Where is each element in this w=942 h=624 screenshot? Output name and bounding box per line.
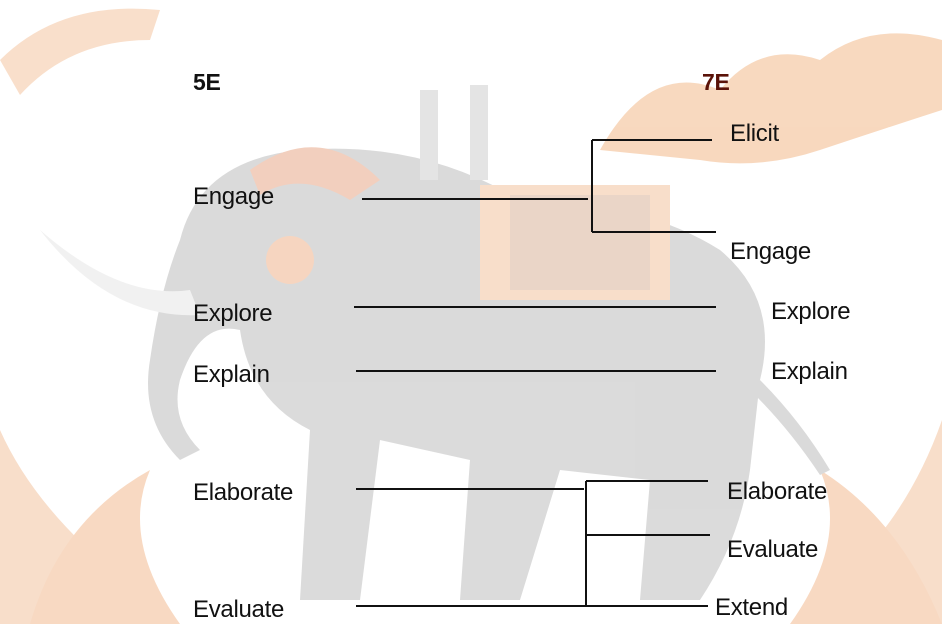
- right-stage-explain: Explain: [771, 360, 848, 384]
- right-stage-elaborate: Elaborate: [727, 480, 827, 504]
- right-stage-elicit: Elicit: [730, 122, 779, 146]
- left-stage-evaluate: Evaluate: [193, 598, 284, 622]
- right-stage-evaluate: Evaluate: [727, 538, 818, 562]
- left-stage-engage: Engage: [193, 185, 274, 209]
- header-5e: 5E: [193, 71, 221, 94]
- left-stage-elaborate: Elaborate: [193, 481, 293, 505]
- right-stage-explore: Explore: [771, 300, 850, 324]
- right-stage-engage: Engage: [730, 240, 811, 264]
- right-stage-extend: Extend: [715, 596, 788, 620]
- left-stage-explain: Explain: [193, 363, 270, 387]
- header-7e: 7E: [702, 71, 730, 94]
- left-stage-explore: Explore: [193, 302, 272, 326]
